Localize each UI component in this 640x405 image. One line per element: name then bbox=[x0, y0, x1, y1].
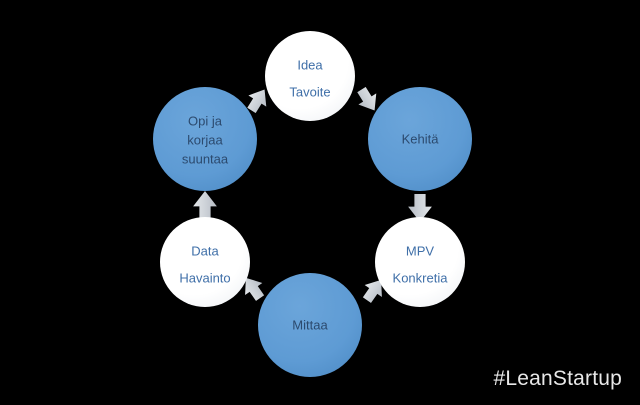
circle-shape-mpv bbox=[375, 217, 465, 307]
cycle-node-mpv-line2: Konkretia bbox=[393, 270, 449, 285]
cycle-node-opi-line1: Opi ja bbox=[188, 113, 223, 128]
cycle-node-mittaa-line1: Mittaa bbox=[292, 317, 328, 332]
cycle-node-idea[interactable]: Idea Tavoite bbox=[265, 31, 355, 121]
cycle-node-mpv-line1: MPV bbox=[406, 243, 435, 258]
cycle-node-idea-line2: Tavoite bbox=[289, 84, 330, 99]
cycle-node-data-line1: Data bbox=[191, 243, 219, 258]
cycle-node-data-line2: Havainto bbox=[179, 270, 230, 285]
circle-shape-data bbox=[160, 217, 250, 307]
cycle-node-mittaa[interactable]: Mittaa bbox=[258, 273, 362, 377]
circle-shape-opi bbox=[153, 87, 257, 191]
cycle-node-kehita-line1: Kehitä bbox=[402, 131, 440, 146]
circle-shape-kehita bbox=[368, 87, 472, 191]
cycle-node-opi[interactable]: Opi ja korjaa suuntaa bbox=[153, 87, 257, 191]
circle-shape-idea bbox=[265, 31, 355, 121]
hashtag-label: #LeanStartup bbox=[493, 367, 622, 390]
cycle-node-opi-line3: suuntaa bbox=[182, 151, 229, 166]
cycle-node-data[interactable]: Data Havainto bbox=[160, 217, 250, 307]
cycle-node-opi-line2: korjaa bbox=[187, 132, 223, 147]
cycle-node-mpv[interactable]: MPV Konkretia bbox=[375, 217, 465, 307]
cycle-node-idea-line1: Idea bbox=[297, 57, 323, 72]
arrow-data-to-opi bbox=[193, 191, 217, 219]
circle-shape-mittaa bbox=[258, 273, 362, 377]
cycle-node-kehita[interactable]: Kehitä bbox=[368, 87, 472, 191]
